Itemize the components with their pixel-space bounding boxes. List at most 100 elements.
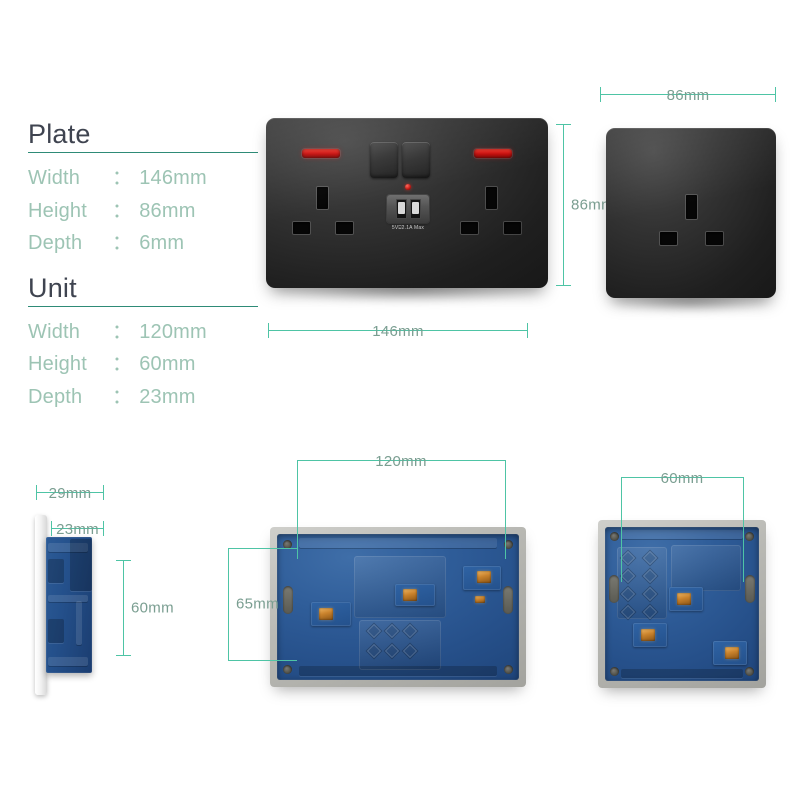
- spec-row-unit-depth: Depth ： 23mm: [28, 381, 258, 413]
- spec-value: 6mm: [139, 232, 185, 255]
- dimension-bar: [228, 548, 229, 660]
- earth-pin-slot-right: [486, 187, 497, 209]
- dimension-cap-left: [51, 521, 52, 536]
- spec-colon: ：: [112, 353, 133, 376]
- mounting-slot-left: [283, 586, 293, 614]
- dimension-label: 29mm: [48, 485, 92, 502]
- spec-label: Width: [28, 320, 81, 343]
- terminal-screw-right-lower: [475, 596, 485, 603]
- side-profile-view: [30, 515, 140, 695]
- rear-centre-emboss: [671, 545, 741, 591]
- spec-value: 120mm: [139, 320, 207, 343]
- dimension-bar: [621, 477, 743, 478]
- dimension-label: 86mm: [666, 87, 710, 104]
- side-profile-terminal-lower: [48, 619, 64, 643]
- spec-row-unit-width: Width ： 120mm: [28, 316, 258, 348]
- terminal-screw-right: [477, 571, 491, 583]
- spec-colon: ：: [112, 167, 133, 190]
- dimension-label: 120mm: [375, 453, 427, 470]
- mounting-slot-left: [609, 575, 619, 603]
- side-profile-rib-middle: [48, 595, 88, 602]
- spec-value: 86mm: [139, 199, 196, 222]
- spec-group-rows-plate: Width ： 146mm Height ： 86mm Depth ： 6mm: [28, 153, 258, 259]
- dimension-bar: [51, 528, 104, 529]
- dimension-label: 65mm: [236, 595, 279, 613]
- live-pin-slot: [660, 232, 677, 245]
- dimension-cap-left: [600, 87, 601, 102]
- fixing-screw-hole-br: [745, 667, 754, 676]
- earth-pin-slot: [686, 195, 697, 219]
- neutral-pin-slot-right: [504, 222, 521, 234]
- terminal-screw-centre: [403, 589, 417, 601]
- spec-group-title-plate: Plate: [28, 120, 258, 154]
- dimension-cap-top: [116, 560, 131, 561]
- spec-group-rows-unit: Width ： 120mm Height ： 60mm Depth ： 23mm: [28, 307, 258, 413]
- spec-label: Width: [28, 167, 81, 190]
- fixing-screw-hole-bl: [283, 665, 292, 674]
- spec-label: Depth: [28, 232, 83, 255]
- spec-label: Depth: [28, 385, 83, 408]
- dimension-cap-right: [103, 485, 104, 500]
- dimension-cap-bottom: [116, 655, 131, 656]
- rear-rib-top: [299, 538, 497, 548]
- neon-indicator-left: [302, 149, 340, 158]
- terminal-screw-left: [319, 608, 333, 620]
- rocker-switch-left[interactable]: [370, 142, 398, 178]
- dimension-label: 60mm: [131, 599, 174, 617]
- spec-colon: ：: [112, 320, 133, 343]
- double-socket-front-view: 5V⍓2.1A Max: [266, 118, 548, 288]
- spec-row-unit-height: Height ： 60mm: [28, 348, 258, 380]
- double-unit-rear-view: [270, 527, 526, 687]
- fixing-screw-hole-tl: [283, 540, 292, 549]
- dimension-bar: [268, 330, 528, 331]
- dimension-bar: [563, 124, 564, 286]
- single-unit-rear-view: [598, 520, 766, 688]
- mounting-slot-right: [503, 586, 513, 614]
- dimension-plate-front-width: 146mm: [268, 323, 528, 346]
- rear-rib-top: [621, 530, 743, 539]
- dimension-cap-right: [775, 87, 776, 102]
- dimension-label: 146mm: [372, 323, 424, 340]
- leader-line-left: [297, 460, 298, 559]
- dimension-cap-top: [556, 124, 571, 125]
- spec-row-plate-depth: Depth ： 6mm: [28, 227, 258, 259]
- spec-value: 23mm: [139, 385, 196, 408]
- spec-label: Height: [28, 353, 88, 376]
- usb-ports-module[interactable]: [387, 195, 429, 223]
- fixing-screw-hole-tr: [504, 540, 513, 549]
- fixing-screw-hole-tr: [745, 532, 754, 541]
- leader-line-left: [621, 477, 622, 582]
- side-profile-faceplate: [35, 515, 47, 695]
- side-profile-detail-top: [48, 543, 88, 552]
- dimension-label: 86mm: [571, 196, 614, 214]
- usb-charging-led: [405, 184, 411, 190]
- usb-port-a-2[interactable]: [409, 199, 421, 219]
- rear-rib-bottom: [621, 669, 743, 678]
- fixing-screw-hole-bl: [610, 667, 619, 676]
- dimension-unit-rear-width: 120mm: [297, 453, 505, 476]
- neon-indicator-right: [474, 149, 512, 158]
- usb-rating-label: 5V⍓2.1A Max: [391, 225, 425, 231]
- dimension-label: 60mm: [660, 470, 704, 487]
- fixing-screw-hole-tl: [610, 532, 619, 541]
- dimension-profile-unit-depth: 23mm: [51, 521, 104, 544]
- dimension-bar: [36, 492, 104, 493]
- leader-line-right: [743, 477, 744, 582]
- spec-colon: ：: [112, 199, 133, 222]
- live-pin-slot-left: [293, 222, 310, 234]
- usb-port-a-1[interactable]: [395, 199, 407, 219]
- dimension-bar: [600, 94, 776, 95]
- neutral-pin-slot: [706, 232, 723, 245]
- rocker-switch-right[interactable]: [402, 142, 430, 178]
- mounting-slot-right: [745, 575, 755, 603]
- terminal-screw-upper: [677, 593, 691, 605]
- dimension-profile-total-depth: 29mm: [36, 485, 104, 508]
- dimension-cap-left: [36, 485, 37, 500]
- dimension-bar: [297, 460, 505, 461]
- dimension-bar: [123, 560, 124, 656]
- spec-value: 60mm: [139, 353, 196, 376]
- side-profile-rib-bottom: [48, 657, 88, 666]
- live-pin-slot-right: [461, 222, 478, 234]
- dimension-cap-right: [527, 323, 528, 338]
- leader-line-bottom: [228, 660, 297, 661]
